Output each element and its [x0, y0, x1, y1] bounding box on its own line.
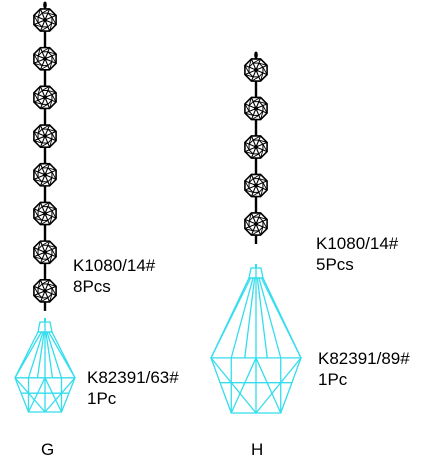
strand-g-caption: G — [41, 440, 55, 459]
strand-g-pendant — [14, 318, 76, 413]
strand-g-bead-6 — [33, 201, 57, 226]
strand-g-bead-qty: 8Pcs — [73, 277, 111, 296]
strand-g-bead-1 — [33, 8, 57, 32]
strand-h-bead-2 — [244, 96, 268, 121]
strand-h-pendant-qty: 1Pc — [318, 370, 348, 389]
strand-h-bead-5 — [244, 212, 268, 236]
strand-g-pendant-code: K82391/63# — [87, 368, 179, 387]
strand-g-bead-4 — [33, 124, 57, 148]
strand-h-hook — [254, 51, 258, 59]
strand-g-bead-8 — [33, 279, 57, 303]
strand-g-bead-2 — [33, 46, 57, 71]
strand-g — [14, 1, 76, 413]
strand-h — [210, 51, 302, 414]
strand-h-bead-code: K1080/14# — [316, 234, 399, 253]
strand-h-bead-qty: 5Pcs — [316, 255, 354, 274]
strand-h-bead-1 — [244, 58, 268, 82]
strand-h-bead-4 — [244, 173, 268, 198]
strand-g-bead-3 — [33, 85, 57, 110]
strand-g-bead-5 — [33, 162, 57, 187]
strand-h-caption: H — [251, 440, 264, 459]
strand-h-pendant-code: K82391/89# — [318, 349, 410, 368]
strand-g-bead-code: K1080/14# — [73, 256, 156, 275]
strand-g-hook — [43, 1, 47, 9]
strand-h-pendant — [210, 264, 302, 414]
strand-g-bead-7 — [33, 240, 57, 265]
strand-h-bead-3 — [244, 135, 268, 159]
strand-g-pendant-qty: 1Pc — [87, 389, 117, 408]
